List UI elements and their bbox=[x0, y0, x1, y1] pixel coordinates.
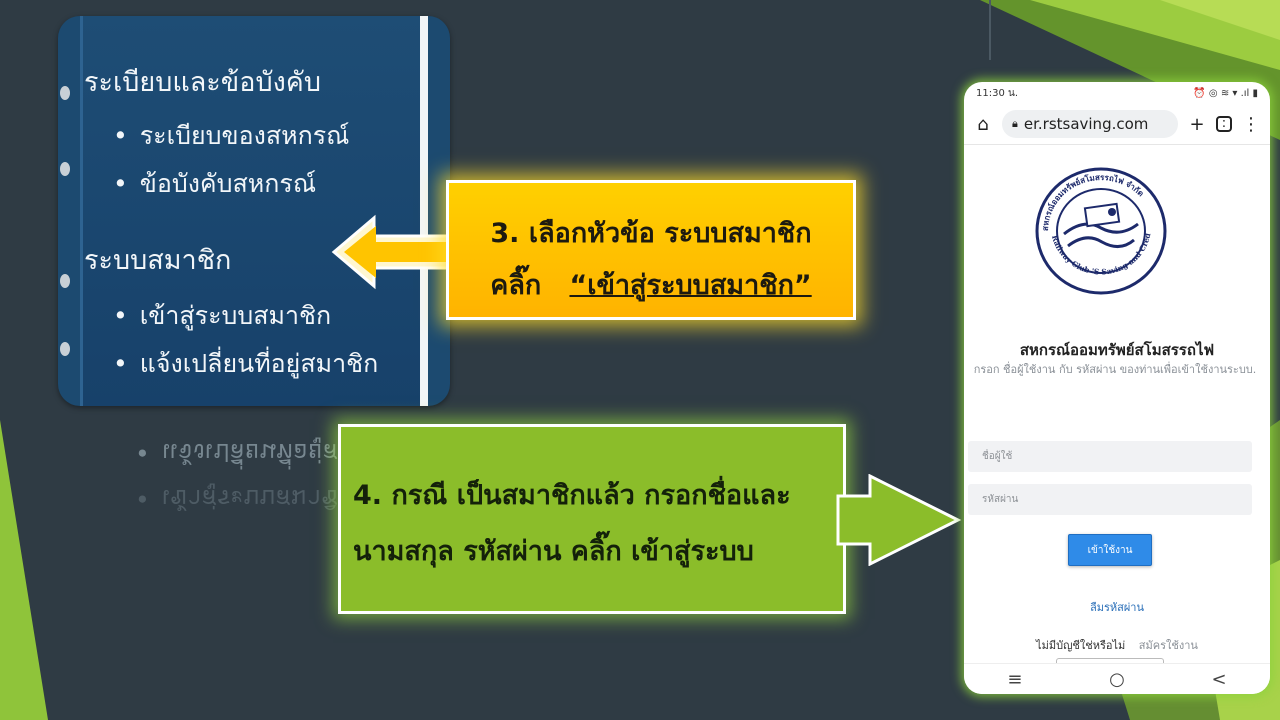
menu-screenshot: ระเบียบและข้อบังคับ ระเบียบของสหกรณ์ ข้อ… bbox=[58, 16, 450, 406]
tabs-icon[interactable]: : bbox=[1216, 116, 1232, 132]
step3-line1: 3. เลือกหัวข้อ ระบบสมาชิก bbox=[490, 218, 812, 249]
side-dot bbox=[60, 86, 70, 100]
more-menu-icon[interactable]: ⋮ bbox=[1242, 113, 1260, 135]
org-title: สหกรณ์ออมทรัพย์สโมสรรถไฟ bbox=[1019, 341, 1215, 359]
step3-line2: คลิ๊ก “เข้าสู่ระบบสมาชิก” bbox=[449, 263, 853, 306]
menu-border bbox=[80, 16, 83, 406]
step3-click-label: คลิ๊ก bbox=[490, 270, 542, 301]
menu-heading-regulations: ระเบียบและข้อบังคับ bbox=[84, 67, 321, 98]
signup-row: ไม่มีบัญชีใช่หรือไม่ สมัครใช้งาน bbox=[964, 636, 1270, 654]
menu-panel bbox=[80, 16, 428, 406]
forgot-password-link[interactable]: ลืมรหัสผ่าน bbox=[1089, 601, 1144, 614]
status-bar: 11:30 น. ⏰ ◎ ≋ ▾ .ıl ▮ bbox=[964, 82, 1270, 104]
back-icon[interactable]: < bbox=[1211, 668, 1227, 690]
org-subtitle: กรอก ชื่อผู้ใช้งาน กับ รหัสผ่าน ของท่านเ… bbox=[973, 363, 1257, 376]
home-button-icon[interactable]: ○ bbox=[1109, 668, 1125, 690]
menu-heading-member-system: ระบบสมาชิก bbox=[84, 245, 232, 276]
url-text: er.rstsaving.com bbox=[1023, 115, 1149, 133]
status-time: 11:30 น. bbox=[976, 87, 1019, 99]
menu-item-member-login[interactable]: เข้าสู่ระบบสมาชิก bbox=[113, 296, 331, 336]
menu-item-regulations[interactable]: ระเบียบของสหกรณ์ bbox=[113, 116, 350, 156]
reflection-text: เข้าสู่ระบบสมาชิก bbox=[135, 478, 353, 513]
home-icon[interactable]: ⌂ bbox=[977, 113, 989, 135]
arrow-left-icon bbox=[331, 214, 458, 290]
phone-screenshot: 11:30 น. ⏰ ◎ ≋ ▾ .ıl ▮ ⌂ 🔒︎ er.rstsaving… bbox=[964, 82, 1270, 694]
arrow-right-icon bbox=[836, 474, 962, 566]
lock-icon: 🔒︎ bbox=[1012, 117, 1018, 130]
recent-apps-icon[interactable]: ≡ bbox=[1007, 668, 1023, 690]
new-tab-icon[interactable]: + bbox=[1189, 113, 1205, 135]
step4-line2: นามสกุล รหัสผ่าน คลิ๊ก เข้าสู่ระบบ bbox=[353, 536, 754, 567]
step4-line1: 4. กรณี เป็นสมาชิกแล้ว กรอกชื่อและ bbox=[353, 480, 791, 511]
partial-button bbox=[1056, 658, 1164, 665]
coop-logo-icon: สหกรณ์ออมทรัพย์สโมสรรถไฟ จำกัด Railway C… bbox=[1034, 166, 1167, 295]
browser-toolbar: ⌂ 🔒︎ er.rstsaving.com + : ⋮ bbox=[964, 104, 1270, 145]
status-icons: ⏰ ◎ ≋ ▾ .ıl ▮ bbox=[1193, 87, 1258, 99]
step3-callout: 3. เลือกหัวข้อ ระบบสมาชิก คลิ๊ก “เข้าสู่… bbox=[446, 180, 856, 320]
step4-callout: 4. กรณี เป็นสมาชิกแล้ว กรอกชื่อและ นามสก… bbox=[338, 424, 846, 614]
signup-link[interactable]: สมัครใช้งาน bbox=[1138, 639, 1198, 652]
menu-item-change-address[interactable]: แจ้งเปลี่ยนที่อยู่สมาชิก bbox=[113, 344, 378, 384]
no-account-text: ไม่มีบัญชีใช่หรือไม่ bbox=[1036, 639, 1126, 652]
username-input[interactable] bbox=[968, 441, 1252, 472]
side-dot bbox=[60, 162, 70, 176]
address-bar[interactable]: 🔒︎ er.rstsaving.com bbox=[1002, 110, 1178, 138]
login-button[interactable]: เข้าใช้งาน bbox=[1068, 534, 1152, 566]
side-dot bbox=[60, 342, 70, 356]
android-nav-bar: ≡ ○ < bbox=[964, 663, 1270, 694]
side-dot bbox=[60, 274, 70, 288]
password-input[interactable] bbox=[968, 484, 1252, 515]
menu-item-bylaws[interactable]: ข้อบังคับสหกรณ์ bbox=[113, 164, 316, 204]
step3-quote: “เข้าสู่ระบบสมาชิก” bbox=[569, 270, 812, 301]
